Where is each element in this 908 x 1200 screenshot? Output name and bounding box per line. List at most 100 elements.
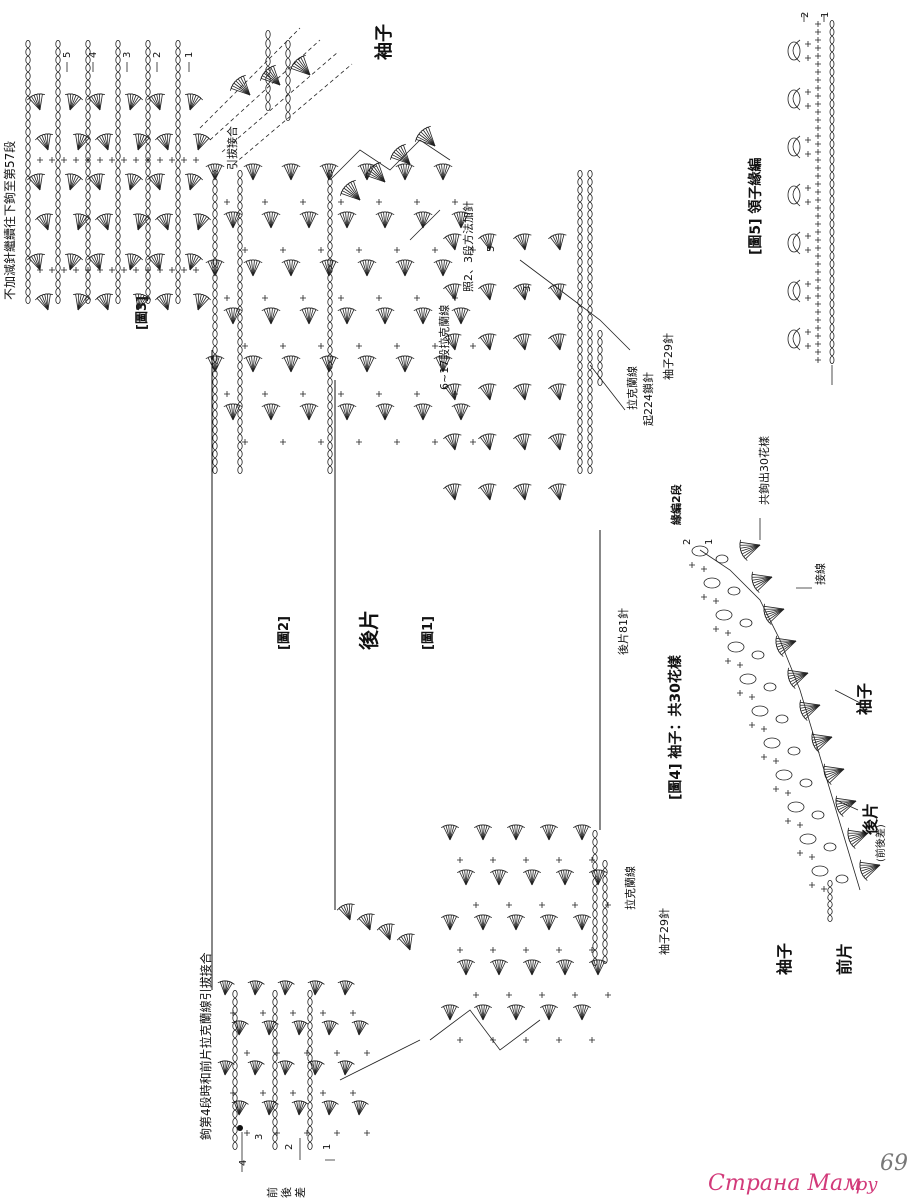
fan-motif <box>474 824 492 841</box>
back-piece-body: [圖2] 後片 [圖1] 後片81針 <box>211 350 630 990</box>
chain-stitches <box>85 40 91 304</box>
chain-stitches <box>587 169 593 474</box>
fan-motif <box>125 253 144 271</box>
fan-motif <box>261 403 281 421</box>
raglan-rows-note: 6~17段拉克蘭線 <box>437 305 451 390</box>
fan-motif <box>478 283 497 301</box>
fig3-row-3: 3 <box>122 52 133 58</box>
chain-stitches <box>597 329 603 386</box>
fan-motif <box>443 233 462 251</box>
bottom-left-row-numbers: 4 3 2 1 <box>238 1132 335 1172</box>
fan-motif <box>573 914 591 931</box>
raglan-line-bottom: 拉克蘭線 <box>623 866 637 910</box>
chain-stitches <box>577 169 583 474</box>
fan-motif <box>513 383 532 401</box>
figure-3-chart: 不加減針繼續往下鉤至第57段 [圖3] 5 4 3 2 1 袖子 引拔接合 <box>2 24 395 330</box>
watermark: Страна Мам .ру <box>708 1171 878 1196</box>
fan-motif <box>146 93 165 111</box>
fan-motif <box>389 143 411 165</box>
sleeve-stitches-top: 袖子29針 <box>661 333 675 380</box>
fan-motif <box>185 93 204 111</box>
fan-motif <box>478 433 497 451</box>
watermark-text: Страна Мам <box>708 1171 861 1196</box>
fan-motif <box>413 403 433 421</box>
fig3-row-5: 5 <box>62 52 73 58</box>
fan-motif <box>154 293 173 311</box>
fan-motif <box>133 293 152 311</box>
foundation-chain: 起224鎖針 <box>641 372 655 426</box>
fan-motif <box>513 433 532 451</box>
fan-motif <box>375 307 395 325</box>
fan-motif <box>243 259 263 277</box>
bl-side-label-3: 差 <box>293 1187 307 1198</box>
chain-stitches <box>327 169 333 474</box>
fan-motif <box>556 959 574 976</box>
bl-row-2: 2 <box>284 1144 295 1150</box>
bl-side-label-2: 後 <box>279 1187 293 1198</box>
fan-motif <box>775 635 797 657</box>
fan-motif <box>573 1004 591 1021</box>
fan-motif <box>299 211 319 229</box>
fan-motif <box>247 980 265 996</box>
fan-motif <box>548 483 567 501</box>
fan-motif <box>336 903 355 921</box>
fan-motif <box>351 1100 369 1116</box>
raglan-line-top: 拉克蘭線 <box>625 366 639 410</box>
fan-motif <box>441 1004 459 1021</box>
fan-motif <box>847 827 869 849</box>
fan-motif <box>299 307 319 325</box>
fig1-row-3: 3 <box>522 286 533 292</box>
fan-motif <box>441 914 459 931</box>
chain-stitches <box>602 860 608 965</box>
fan-motif <box>364 161 386 183</box>
chain-stitches <box>232 990 238 1151</box>
fan-motif <box>125 93 144 111</box>
fan-motif <box>513 233 532 251</box>
fan-motif <box>217 1060 235 1076</box>
fig4-title: [圖4] 袖子：共30花樣 <box>667 654 684 800</box>
chain-stitches <box>115 40 121 304</box>
fig4-front-label-b: 前片 <box>835 943 854 975</box>
fan-motif <box>457 869 475 886</box>
fan-motif <box>86 253 105 271</box>
chain-stitches <box>285 40 291 122</box>
fan-motif <box>281 259 301 277</box>
fan-motif <box>229 74 251 96</box>
fig5-motif-strip <box>787 19 835 385</box>
fan-motif <box>443 333 462 351</box>
chain-stitches <box>175 40 181 304</box>
fan-motif <box>507 914 525 931</box>
fig3-note: 不加減針繼續往下鉤至第57段 <box>2 141 17 300</box>
bottom-left-note: 鉤第4段時和前片拉克蘭線引拔接合 <box>198 952 213 1140</box>
fan-motif <box>443 283 462 301</box>
fan-motif <box>337 211 357 229</box>
back-stitch-count: 後片81針 <box>616 608 630 655</box>
fan-motif <box>339 179 361 201</box>
fan-motif <box>86 93 105 111</box>
fan-motif <box>34 293 53 311</box>
fan-motif <box>261 1100 279 1116</box>
fig4-edge-note: 緣編2段 <box>669 484 683 525</box>
fan-motif <box>133 213 152 231</box>
fan-motif <box>193 213 212 231</box>
chain-stitches <box>145 40 151 304</box>
fig4-back-sub: (前後差) <box>874 824 887 862</box>
fan-motif <box>261 211 281 229</box>
increase-note: 照2、3段方法加針 <box>461 201 475 292</box>
fan-motif <box>478 333 497 351</box>
fan-motif <box>65 173 84 191</box>
chain-stitches <box>265 29 271 112</box>
fan-motif <box>65 253 84 271</box>
fan-motif <box>589 959 607 976</box>
fan-motif <box>548 433 567 451</box>
fig4-join-line: 接線 <box>813 563 827 585</box>
fan-motif <box>395 355 415 373</box>
fig3-join-note: 引拔接合 <box>225 126 239 170</box>
fan-motif <box>277 1060 295 1076</box>
chain-stitches <box>272 990 278 1151</box>
back-piece-title: 後片 <box>357 610 381 650</box>
fan-motif <box>94 213 113 231</box>
fan-motif <box>261 307 281 325</box>
fan-motif <box>433 259 453 277</box>
fig4-sleeve: 袖子 <box>855 683 874 715</box>
